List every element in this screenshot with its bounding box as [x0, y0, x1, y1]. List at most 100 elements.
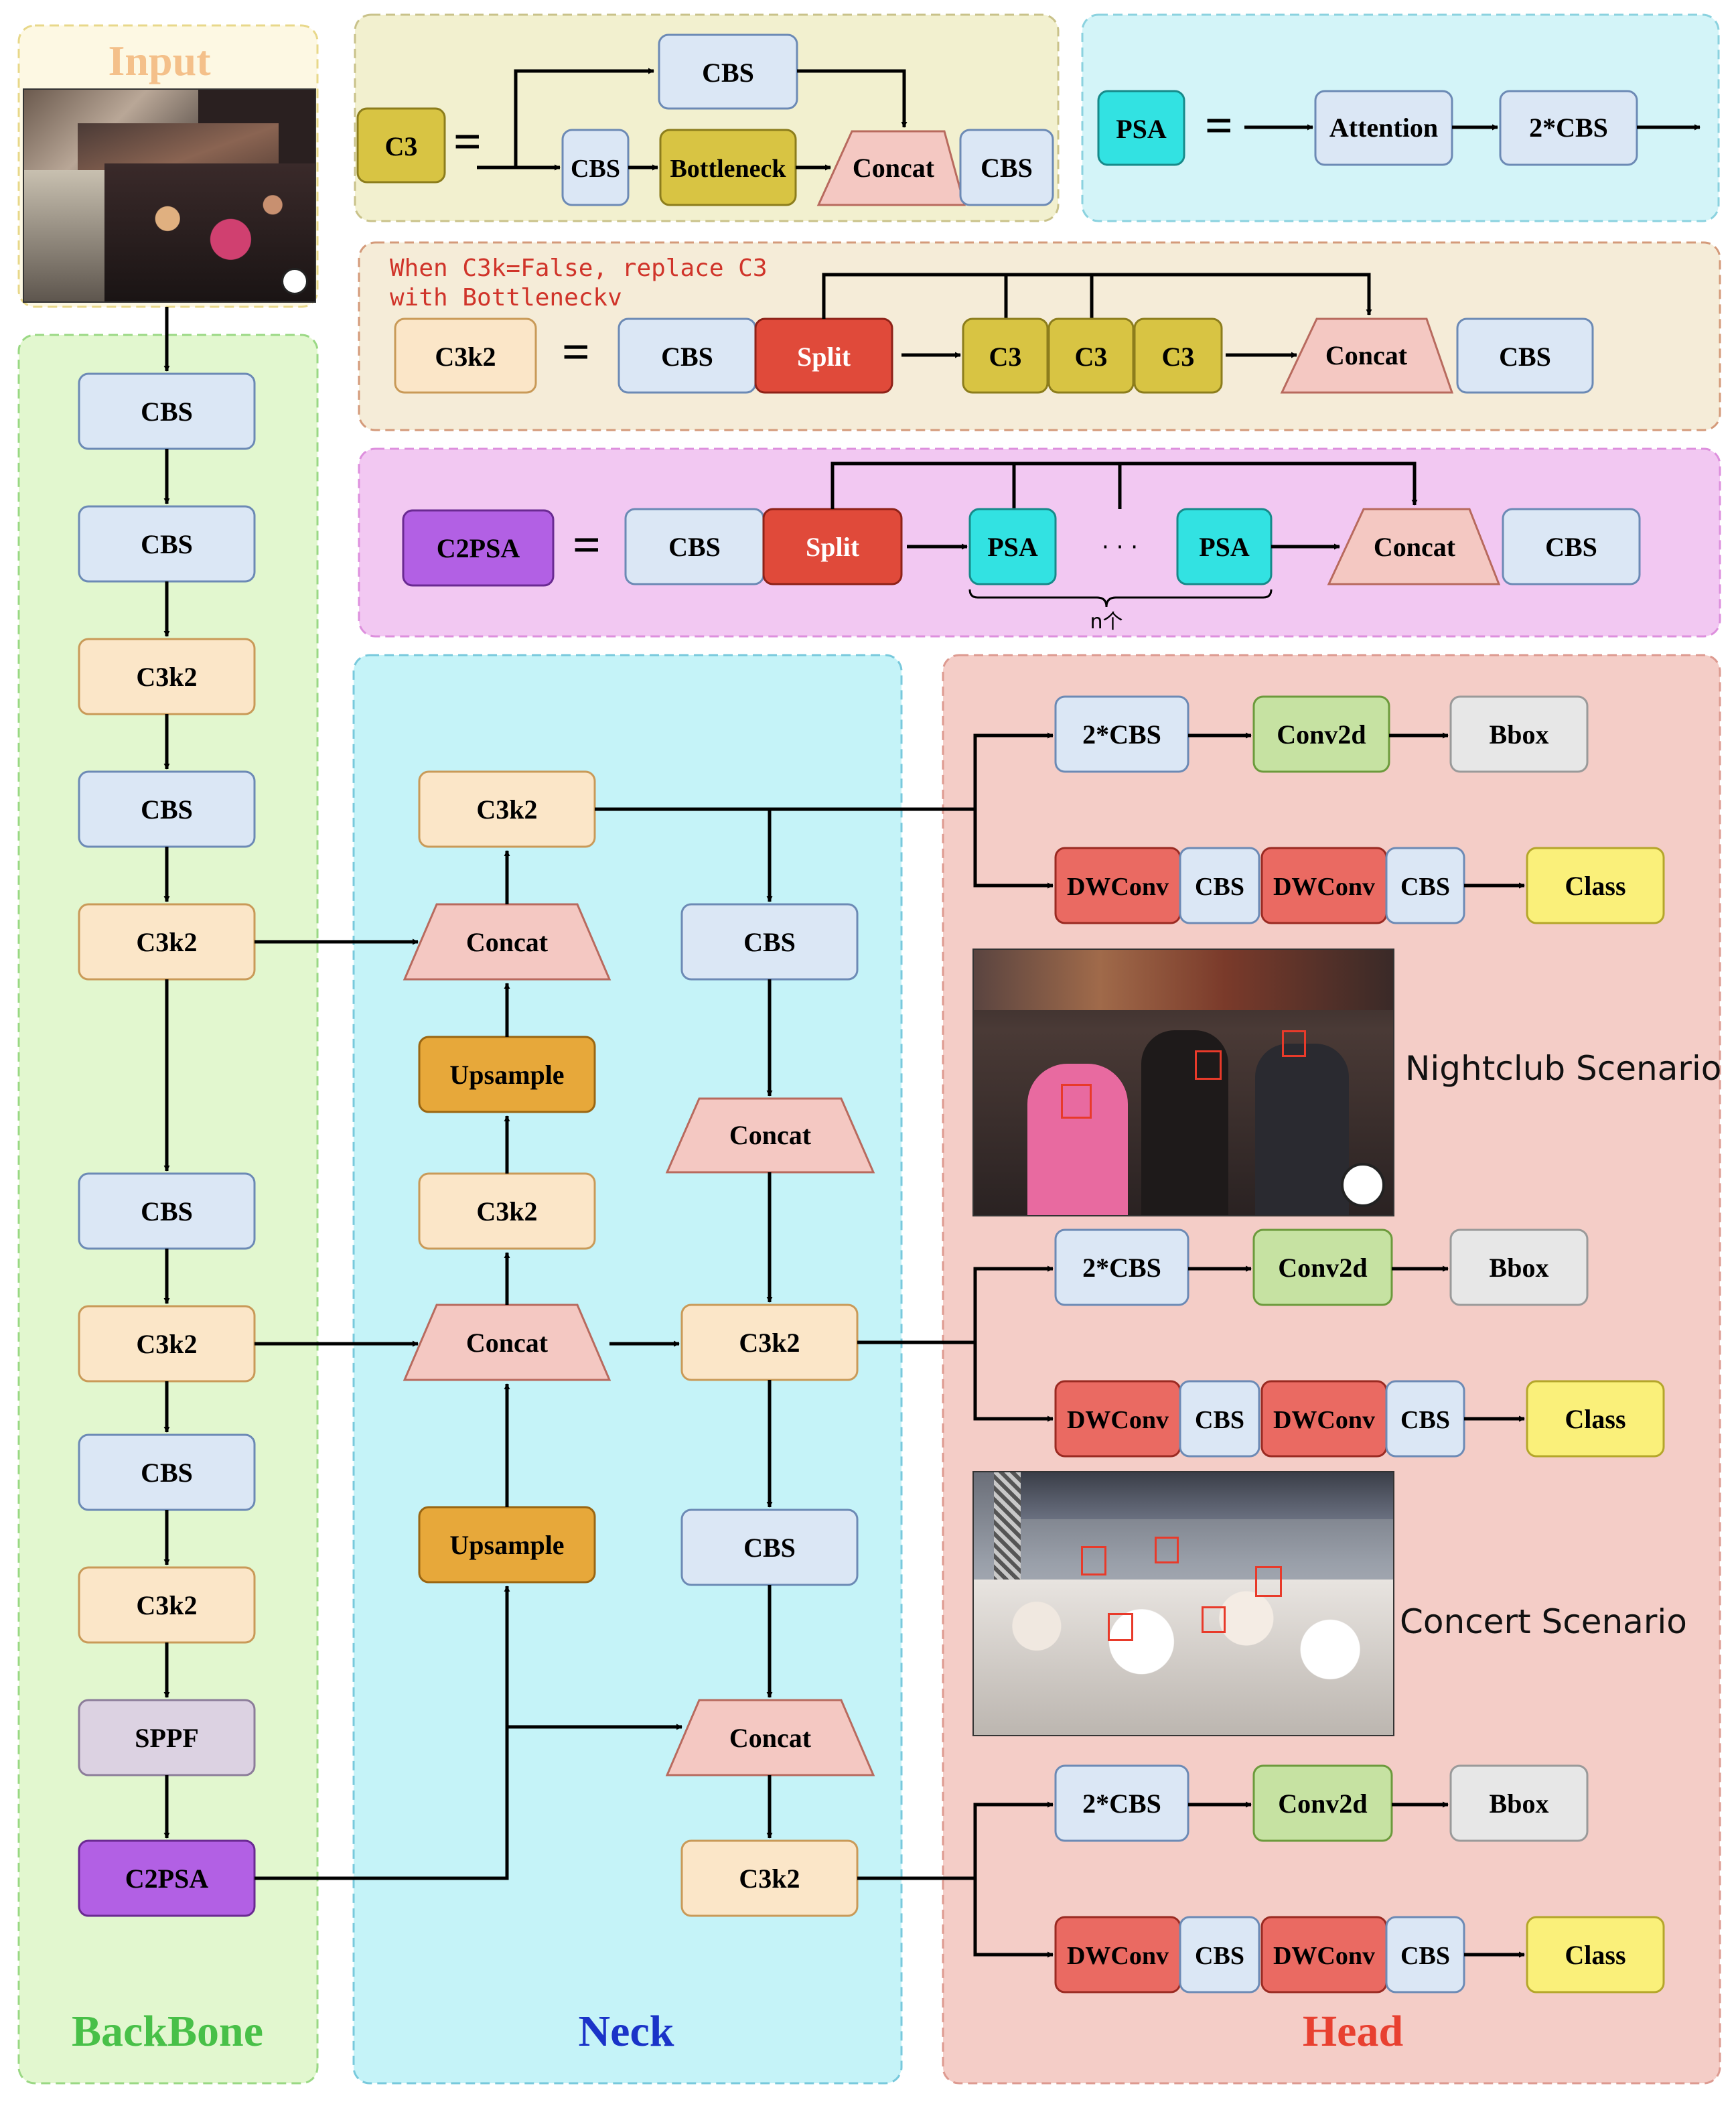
- head-row2-class: [1526, 1380, 1665, 1458]
- svg-text:DWConv: DWConv: [1273, 1406, 1375, 1434]
- concert-scenario-photo: [972, 1471, 1394, 1736]
- c3-cbs-out: [959, 129, 1054, 206]
- c3k2-note-line-2: with Bottleneckv: [390, 284, 622, 311]
- neck-concat-1: [403, 903, 611, 981]
- svg-text:CBS: CBS: [702, 58, 754, 88]
- svg-text:Conv2d: Conv2d: [1278, 1253, 1367, 1283]
- svg-text:Split: Split: [806, 532, 860, 562]
- svg-text:C3k2: C3k2: [476, 794, 537, 825]
- svg-text:CBS: CBS: [571, 155, 620, 183]
- c2psa-psa-a: [968, 508, 1057, 585]
- head-row3-cbs-a: [1179, 1916, 1260, 1993]
- backbone-blocks: CBS CBS C3k2 CBS C3k2 CBS C3k2 CBS C3k2 …: [78, 372, 256, 1917]
- svg-text:C3k2: C3k2: [739, 1328, 800, 1358]
- svg-text:C3k2: C3k2: [136, 662, 197, 692]
- scenario-concert-label: Concert Scenario: [1400, 1602, 1687, 1641]
- concert-face-box: [1255, 1566, 1282, 1597]
- c2psa-equals: =: [573, 518, 601, 573]
- c2psa-title-block: [402, 509, 555, 587]
- c3-definition: C3 = CBS CBS Bottleneck Concat CBS: [356, 33, 1054, 206]
- svg-text:CBS: CBS: [661, 342, 713, 372]
- svg-text:C3k2: C3k2: [136, 1590, 197, 1620]
- svg-text:PSA: PSA: [987, 532, 1038, 562]
- svg-text:Concat: Concat: [853, 153, 935, 183]
- c3k2-cbs-out: [1456, 318, 1594, 394]
- svg-text:CBS: CBS: [1195, 873, 1244, 901]
- c3k2-title-block: [394, 318, 537, 394]
- nightclub-person-pink: [1027, 1064, 1128, 1215]
- svg-text:DWConv: DWConv: [1067, 1406, 1169, 1434]
- svg-text:CBS: CBS: [1400, 1942, 1450, 1970]
- collage-badge: [281, 268, 308, 295]
- collage-tile-3: [24, 170, 118, 301]
- svg-text:2*CBS: 2*CBS: [1529, 113, 1608, 143]
- nightclub-scenario-photo: [972, 949, 1394, 1216]
- neck-blocks: C3k2 Concat Upsample C3k2 Concat Upsampl…: [403, 770, 875, 1917]
- svg-text:Concat: Concat: [466, 927, 549, 957]
- svg-text:C3: C3: [989, 342, 1022, 372]
- concert-face-box: [1202, 1606, 1226, 1633]
- svg-text:Class: Class: [1565, 1404, 1625, 1434]
- svg-text:CBS: CBS: [1400, 873, 1450, 901]
- svg-text:CBS: CBS: [141, 1458, 193, 1488]
- svg-text:Concat: Concat: [466, 1328, 549, 1358]
- c3k2-concat: [1280, 318, 1454, 394]
- svg-text:Concat: Concat: [1325, 340, 1408, 370]
- svg-text:Concat: Concat: [729, 1723, 812, 1753]
- svg-text:Upsample: Upsample: [449, 1530, 564, 1560]
- nightclub-person-right: [1255, 1044, 1349, 1215]
- svg-text:C3k2: C3k2: [136, 1329, 197, 1359]
- svg-text:C2PSA: C2PSA: [437, 533, 520, 563]
- head-row-3: 2*CBS Conv2d Bbox DWConv CBS DWConv CBS …: [973, 1764, 1665, 1993]
- nightclub-face-box: [1282, 1030, 1306, 1057]
- psa-title-block: [1097, 90, 1185, 166]
- c3-equals: =: [453, 115, 482, 169]
- concert-face-box: [1081, 1546, 1106, 1575]
- svg-text:CBS: CBS: [141, 529, 193, 559]
- svg-text:CBS: CBS: [981, 153, 1033, 183]
- c2psa-definition: C2PSA = CBS Split PSA · · · PSA Concat C…: [402, 462, 1641, 634]
- svg-text:CBS: CBS: [743, 927, 796, 957]
- c3-concat: [816, 130, 966, 206]
- svg-text:Bbox: Bbox: [1490, 1253, 1549, 1283]
- svg-text:Conv2d: Conv2d: [1277, 719, 1366, 750]
- svg-text:DWConv: DWConv: [1273, 873, 1375, 901]
- c3k2-c3-c: [1133, 318, 1223, 394]
- nightclub-badge: [1341, 1163, 1385, 1207]
- concert-crowd: [974, 1580, 1393, 1735]
- svg-text:2*CBS: 2*CBS: [1082, 719, 1161, 750]
- svg-text:CBS: CBS: [141, 1196, 193, 1227]
- svg-text:SPPF: SPPF: [135, 1723, 199, 1753]
- svg-text:Split: Split: [797, 342, 851, 372]
- svg-text:CBS: CBS: [743, 1533, 796, 1563]
- c2psa-dots: · · ·: [1102, 534, 1138, 561]
- c2psa-cbs-out: [1502, 508, 1641, 585]
- svg-text:C3k2: C3k2: [739, 1864, 800, 1894]
- svg-text:CBS: CBS: [1499, 342, 1551, 372]
- c2psa-n-label: n个: [1090, 610, 1123, 634]
- nightclub-person-center: [1141, 1030, 1228, 1215]
- svg-text:PSA: PSA: [1199, 532, 1250, 562]
- svg-text:DWConv: DWConv: [1067, 873, 1169, 901]
- c3k2-c3-a: [962, 318, 1049, 394]
- svg-text:Bbox: Bbox: [1490, 1789, 1549, 1819]
- svg-text:C3: C3: [1075, 342, 1108, 372]
- svg-text:Concat: Concat: [1374, 532, 1456, 562]
- c2psa-concat: [1327, 508, 1501, 585]
- c3k2-c3-b: [1047, 318, 1135, 394]
- svg-text:CBS: CBS: [1545, 532, 1597, 562]
- svg-text:Class: Class: [1565, 1940, 1625, 1970]
- svg-text:Conv2d: Conv2d: [1278, 1789, 1367, 1819]
- head-row1-bbox: [1449, 695, 1589, 773]
- input-photo-collage: [23, 88, 316, 303]
- psa-equals: =: [1205, 98, 1233, 153]
- neck-concat-2: [403, 1304, 611, 1381]
- head-row3-bbox: [1449, 1764, 1589, 1842]
- head-row-1: 2*CBS Conv2d Bbox DWConv CBS DWConv CBS …: [973, 695, 1665, 924]
- c3k2-definition: When C3k=False, replace C3 with Bottlene…: [390, 255, 1594, 394]
- svg-text:CBS: CBS: [1195, 1406, 1244, 1434]
- concert-stage-roof: [1021, 1472, 1393, 1519]
- psa-definition: PSA = Attention 2*CBS: [1097, 90, 1701, 166]
